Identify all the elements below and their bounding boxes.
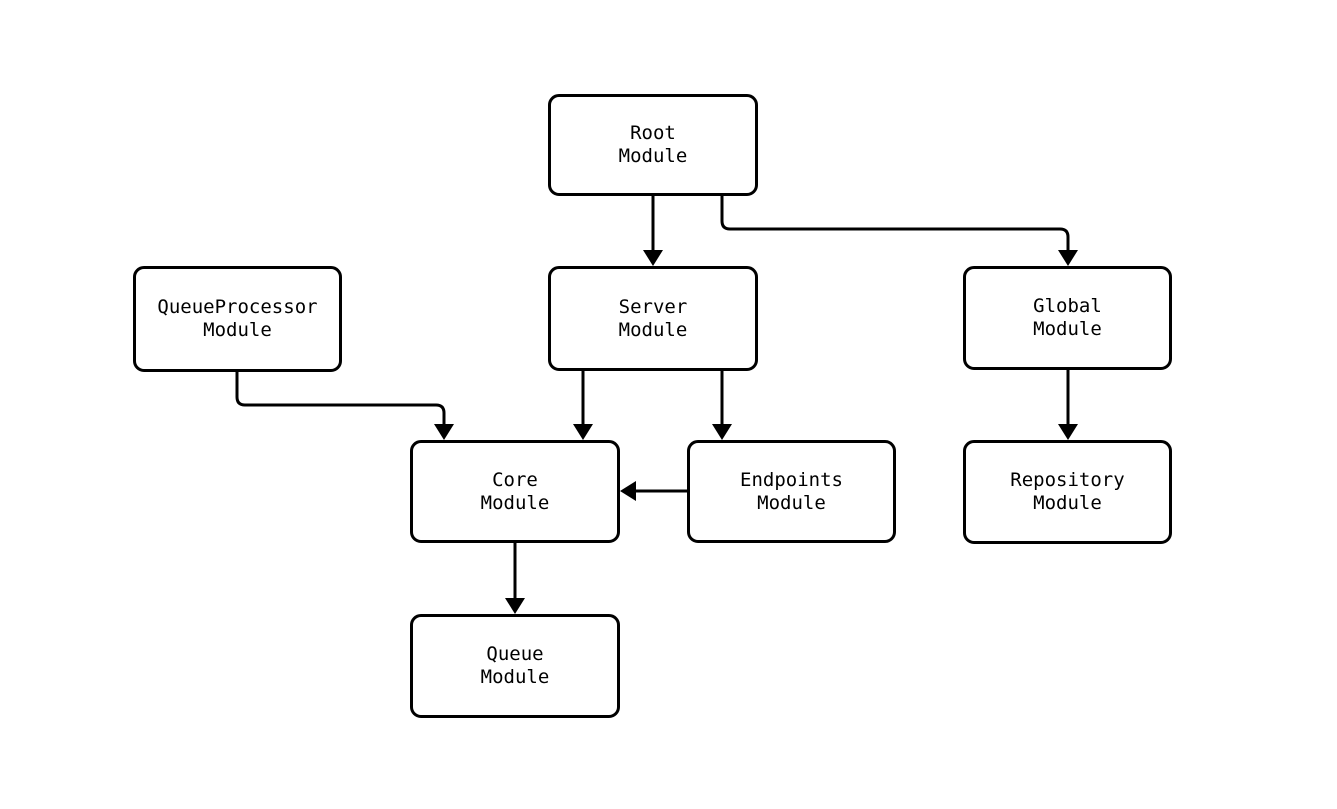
- edge-queueprocessor-to-core: [235, 372, 446, 432]
- node-repository[interactable]: Repository Module: [963, 440, 1172, 544]
- node-repository-line2: Module: [1033, 492, 1102, 514]
- node-queue[interactable]: Queue Module: [410, 614, 620, 718]
- node-queueprocessor[interactable]: QueueProcessor Module: [133, 266, 342, 372]
- node-server[interactable]: Server Module: [548, 266, 758, 371]
- arrowhead-root-to-server: [643, 250, 663, 266]
- node-root-line1: Root: [630, 122, 676, 144]
- node-queueprocessor-line1: QueueProcessor: [157, 296, 318, 318]
- node-core[interactable]: Core Module: [410, 440, 620, 543]
- node-repository-line1: Repository: [1010, 469, 1125, 491]
- arrowhead-server-to-core: [573, 424, 593, 440]
- node-endpoints[interactable]: Endpoints Module: [687, 440, 896, 543]
- node-queue-line1: Queue: [486, 643, 544, 665]
- node-server-line2: Module: [618, 318, 688, 341]
- node-root-line2: Module: [618, 145, 688, 167]
- node-endpoints-line2: Module: [757, 491, 826, 514]
- arrowhead-root-to-global: [1058, 250, 1078, 266]
- arrowhead-endpoints-to-core: [620, 481, 636, 501]
- node-global-line2: Module: [1033, 318, 1102, 340]
- node-global[interactable]: Global Module: [963, 266, 1172, 370]
- node-endpoints-line1: Endpoints: [740, 468, 843, 491]
- arrowhead-server-to-endpoints: [712, 424, 732, 440]
- node-server-line1: Server: [618, 295, 688, 318]
- edge-root-to-global: [720, 196, 1070, 258]
- arrowhead-queueprocessor-to-core: [434, 424, 454, 440]
- node-core-line1: Core: [492, 468, 538, 491]
- node-root[interactable]: Root Module: [548, 94, 758, 196]
- node-core-line2: Module: [480, 491, 550, 514]
- node-global-line1: Global: [1033, 295, 1102, 317]
- node-queue-line2: Module: [480, 666, 550, 688]
- arrowhead-global-to-repository: [1058, 424, 1078, 440]
- node-queueprocessor-line2: Module: [203, 319, 272, 341]
- arrowhead-core-to-queue: [505, 598, 525, 614]
